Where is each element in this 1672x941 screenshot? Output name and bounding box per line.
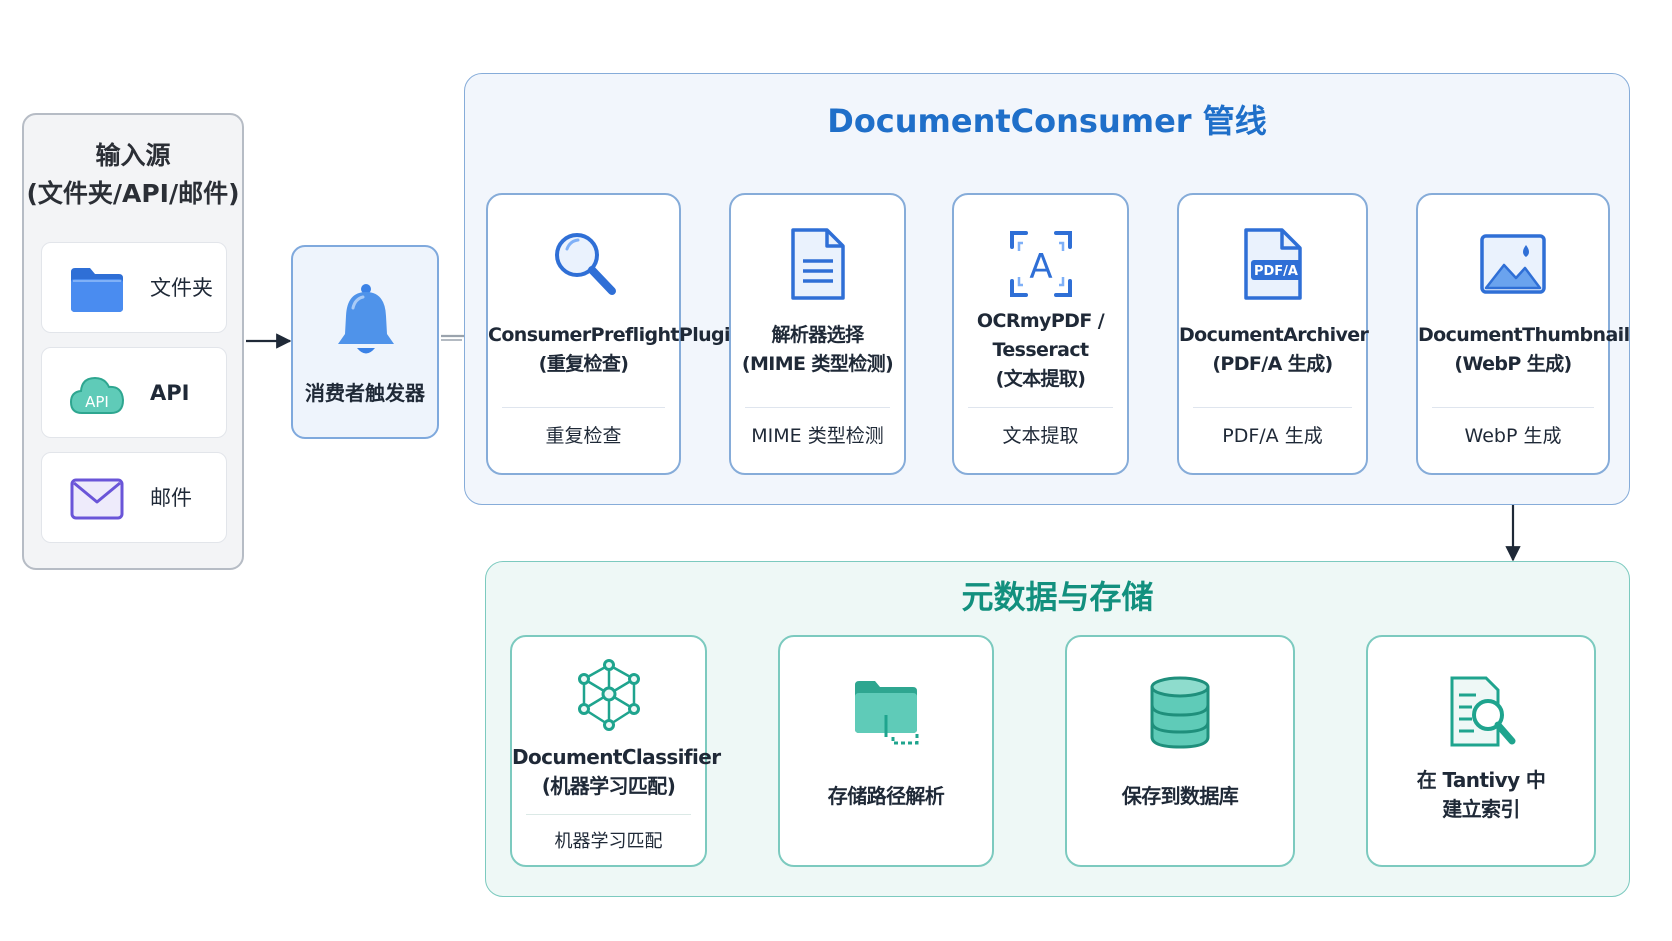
- stage-parser-sub: MIME 类型检测: [751, 425, 884, 447]
- stage-ocr[interactable]: A OCRmyPDF / Tesseract (文本提取) 文本提取: [952, 193, 1129, 475]
- source-folder[interactable]: 文件夹: [41, 242, 227, 333]
- stage-tantivy-name: 在 Tantivy 中 建立索引: [1416, 768, 1546, 821]
- stage-archiver-name: DocumentArchiver (PDF/A 生成): [1179, 324, 1369, 375]
- source-api-label: API: [150, 381, 190, 405]
- divider: [1193, 407, 1352, 408]
- cloud-api-icon: API: [69, 376, 125, 414]
- divider: [1432, 407, 1594, 408]
- stage-parser-name: 解析器选择 (MIME 类型检测): [741, 324, 894, 375]
- stage-classifier[interactable]: DocumentClassifier (机器学习匹配) 机器学习匹配: [510, 635, 721, 867]
- input-source-title: 输入源 (文件夹/API/邮件): [26, 141, 240, 208]
- stage-classifier-sub: 机器学习匹配: [554, 831, 663, 852]
- stage-archiver-sub: PDF/A 生成: [1222, 425, 1323, 447]
- source-api[interactable]: API API: [41, 347, 227, 438]
- document-icon: [790, 228, 845, 300]
- stage-preflight-name: ConsumerPreflightPlugin (重复检查): [488, 324, 744, 375]
- folder-icon: [71, 268, 123, 312]
- stage-classifier-name: DocumentClassifier (机器学习匹配): [512, 745, 721, 798]
- bell-icon: [338, 284, 394, 354]
- storage-title: 元数据与存储: [961, 578, 1154, 616]
- magnifier-icon: [554, 233, 616, 295]
- stage-ocr-name: OCRmyPDF / Tesseract (文本提取): [976, 310, 1105, 390]
- ocr-scan-icon: A: [1009, 231, 1072, 297]
- stage-storage-path-name: 存储路径解析: [827, 784, 945, 808]
- mail-icon: [70, 478, 124, 520]
- stage-preflight-sub: 重复检查: [545, 425, 622, 447]
- folder-path-icon: [855, 681, 919, 745]
- stage-save-db[interactable]: 保存到数据库: [1065, 635, 1295, 867]
- stage-ocr-sub: 文本提取: [1002, 425, 1079, 447]
- divider: [526, 814, 691, 815]
- svg-text:PDF/A: PDF/A: [1253, 264, 1297, 279]
- divider: [968, 407, 1113, 408]
- svg-text:API: API: [85, 393, 109, 411]
- stage-thumbnail[interactable]: DocumentThumbnail (WebP 生成) WebP 生成: [1416, 193, 1630, 475]
- divider: [502, 407, 665, 408]
- consumer-trigger[interactable]: 消费者触发器: [291, 245, 439, 439]
- stage-archiver[interactable]: PDF/A DocumentArchiver (PDF/A 生成) PDF/A …: [1177, 193, 1369, 475]
- source-mail-label: 邮件: [150, 486, 192, 510]
- database-icon: [1150, 676, 1210, 749]
- stage-parser-selection[interactable]: 解析器选择 (MIME 类型检测) MIME 类型检测: [729, 193, 906, 475]
- image-icon: [1480, 234, 1546, 294]
- trigger-label: 消费者触发器: [305, 381, 425, 405]
- stage-storage-path[interactable]: 存储路径解析: [778, 635, 994, 867]
- stage-save-db-name: 保存到数据库: [1121, 784, 1239, 808]
- stage-thumbnail-sub: WebP 生成: [1464, 425, 1562, 447]
- pdf-file-icon: PDF/A: [1243, 228, 1302, 300]
- source-mail[interactable]: 邮件: [41, 452, 227, 543]
- stage-tantivy-index[interactable]: 在 Tantivy 中 建立索引: [1366, 635, 1596, 867]
- network-icon: [577, 659, 640, 731]
- divider: [745, 407, 890, 408]
- stage-preflight[interactable]: ConsumerPreflightPlugin (重复检查) 重复检查: [486, 193, 744, 475]
- svg-text:A: A: [1029, 247, 1052, 287]
- source-folder-label: 文件夹: [150, 276, 213, 300]
- pipeline-title: DocumentConsumer 管线: [827, 102, 1267, 140]
- stage-thumbnail-name: DocumentThumbnail (WebP 生成): [1418, 324, 1630, 375]
- search-index-icon: [1450, 676, 1516, 747]
- input-source-panel: 输入源 (文件夹/API/邮件) 文件夹 API API 邮件: [22, 113, 244, 570]
